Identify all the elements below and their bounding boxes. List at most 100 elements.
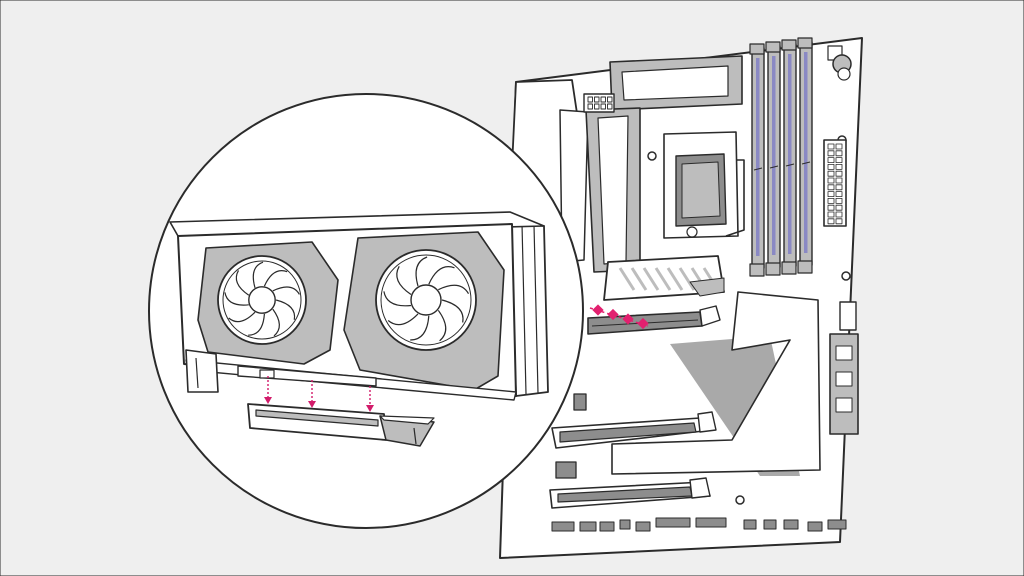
sata-port bbox=[835, 371, 853, 387]
dimm-slot-key bbox=[785, 163, 795, 167]
sata-port-top bbox=[839, 301, 857, 331]
sata-ports bbox=[829, 301, 859, 435]
atx-24pin-pins bbox=[827, 143, 843, 225]
cpu-socket-screw bbox=[686, 226, 698, 238]
fan-blade bbox=[387, 313, 419, 326]
bottom-headers bbox=[551, 517, 847, 532]
board-header bbox=[763, 519, 777, 530]
fan-blade bbox=[272, 286, 300, 295]
dimm-slot-key bbox=[769, 165, 779, 169]
slot-marker bbox=[592, 304, 604, 316]
atx-pin bbox=[827, 177, 835, 184]
dimm-latch-top bbox=[781, 39, 797, 51]
dimm-slot-key bbox=[753, 167, 763, 171]
dimm-latch-bottom bbox=[749, 263, 765, 277]
atx-pin bbox=[835, 218, 843, 225]
gpu-side-edge bbox=[533, 224, 539, 394]
atx-pin bbox=[827, 150, 835, 157]
slot-marker bbox=[637, 317, 649, 330]
fan-blade bbox=[263, 270, 288, 287]
dimm-slot-accent bbox=[804, 52, 808, 253]
pcie-slot-3 bbox=[549, 477, 711, 509]
fan-blade bbox=[248, 313, 265, 336]
fan-blade bbox=[437, 309, 447, 342]
dimm-slots bbox=[749, 37, 813, 277]
atx-pin bbox=[827, 157, 835, 164]
cpu-power-pin bbox=[600, 103, 606, 110]
board-header bbox=[551, 521, 575, 532]
fan-blade bbox=[228, 311, 256, 323]
m2-heatsink-fin bbox=[654, 267, 672, 291]
atx-pin bbox=[835, 211, 843, 218]
mounting-hole bbox=[735, 495, 745, 505]
atx-pin bbox=[835, 163, 843, 170]
cpu-power-pin bbox=[607, 103, 613, 110]
atx-pin bbox=[827, 211, 835, 218]
cpu-socket-lever bbox=[725, 159, 745, 237]
io-shroud-front bbox=[559, 109, 589, 263]
insert-arrows bbox=[264, 376, 374, 412]
m2-heatsink-fin bbox=[618, 267, 636, 291]
fan-blade bbox=[235, 270, 250, 296]
atx-pin bbox=[835, 157, 843, 164]
gpu-connector-notch bbox=[259, 369, 275, 379]
pcie-slot-3-latch bbox=[689, 477, 711, 499]
dimm-slot-key bbox=[801, 161, 811, 165]
dimm-slot-accent bbox=[788, 54, 792, 254]
atx-pin bbox=[835, 170, 843, 177]
arrow-down-icon bbox=[308, 380, 316, 408]
header-button bbox=[837, 67, 851, 81]
atx-pin bbox=[827, 170, 835, 177]
dimm-slot-accent bbox=[772, 56, 776, 255]
sata-port bbox=[835, 345, 853, 361]
cpu-power-pin bbox=[600, 96, 606, 103]
chipset-heatsink bbox=[611, 291, 821, 475]
cpu-power-pin bbox=[594, 96, 600, 103]
dimm-latch-top bbox=[797, 37, 813, 49]
fan-blade bbox=[396, 266, 412, 295]
fan-icon bbox=[375, 249, 477, 351]
gpu-io-bracket-edge bbox=[195, 357, 199, 389]
dimm-latch-bottom bbox=[765, 262, 781, 276]
atx-pin bbox=[827, 163, 835, 170]
motherboard bbox=[499, 37, 863, 559]
atx-pin bbox=[835, 177, 843, 184]
atx-pin bbox=[827, 218, 835, 225]
fan-hub bbox=[410, 284, 442, 316]
pcie-slot-1-latch bbox=[699, 305, 721, 327]
vrm-heatsink-left-face bbox=[597, 115, 629, 265]
dimm-slot-accent bbox=[756, 58, 760, 256]
cpu-power-pin bbox=[594, 103, 600, 110]
atx-24pin-connector bbox=[823, 139, 847, 227]
atx-pin bbox=[835, 204, 843, 211]
arrow-head bbox=[264, 397, 272, 404]
pcie-slot-2 bbox=[551, 411, 717, 449]
magnified-callout bbox=[148, 93, 584, 529]
sata-port bbox=[835, 397, 853, 413]
zoomed-slot-latch-top bbox=[379, 415, 435, 425]
cpu-socket bbox=[663, 131, 745, 239]
board-header bbox=[655, 517, 691, 528]
board-header bbox=[807, 521, 823, 532]
m2-heatsink-fin bbox=[666, 267, 684, 291]
board-header bbox=[695, 517, 727, 528]
cpu-socket-plate bbox=[681, 161, 721, 219]
zoomed-pcie-slot bbox=[247, 403, 435, 447]
zoomed-slot-latch-ridge bbox=[413, 427, 417, 445]
atx-pin bbox=[835, 143, 843, 150]
arrow-down-icon bbox=[264, 376, 272, 404]
atx-pin bbox=[835, 191, 843, 198]
slot-marker bbox=[607, 308, 619, 321]
fan-blade bbox=[252, 261, 264, 288]
board-header bbox=[635, 521, 651, 532]
m2-heatsink-fin bbox=[678, 267, 696, 291]
gpu-fans bbox=[217, 249, 477, 351]
atx-pin bbox=[827, 143, 835, 150]
pcie-x1-slot bbox=[555, 461, 577, 479]
slot-alignment-markers bbox=[589, 304, 649, 330]
graphics-card bbox=[169, 211, 549, 401]
fan-blade bbox=[441, 299, 464, 323]
fan-icon bbox=[217, 255, 307, 345]
